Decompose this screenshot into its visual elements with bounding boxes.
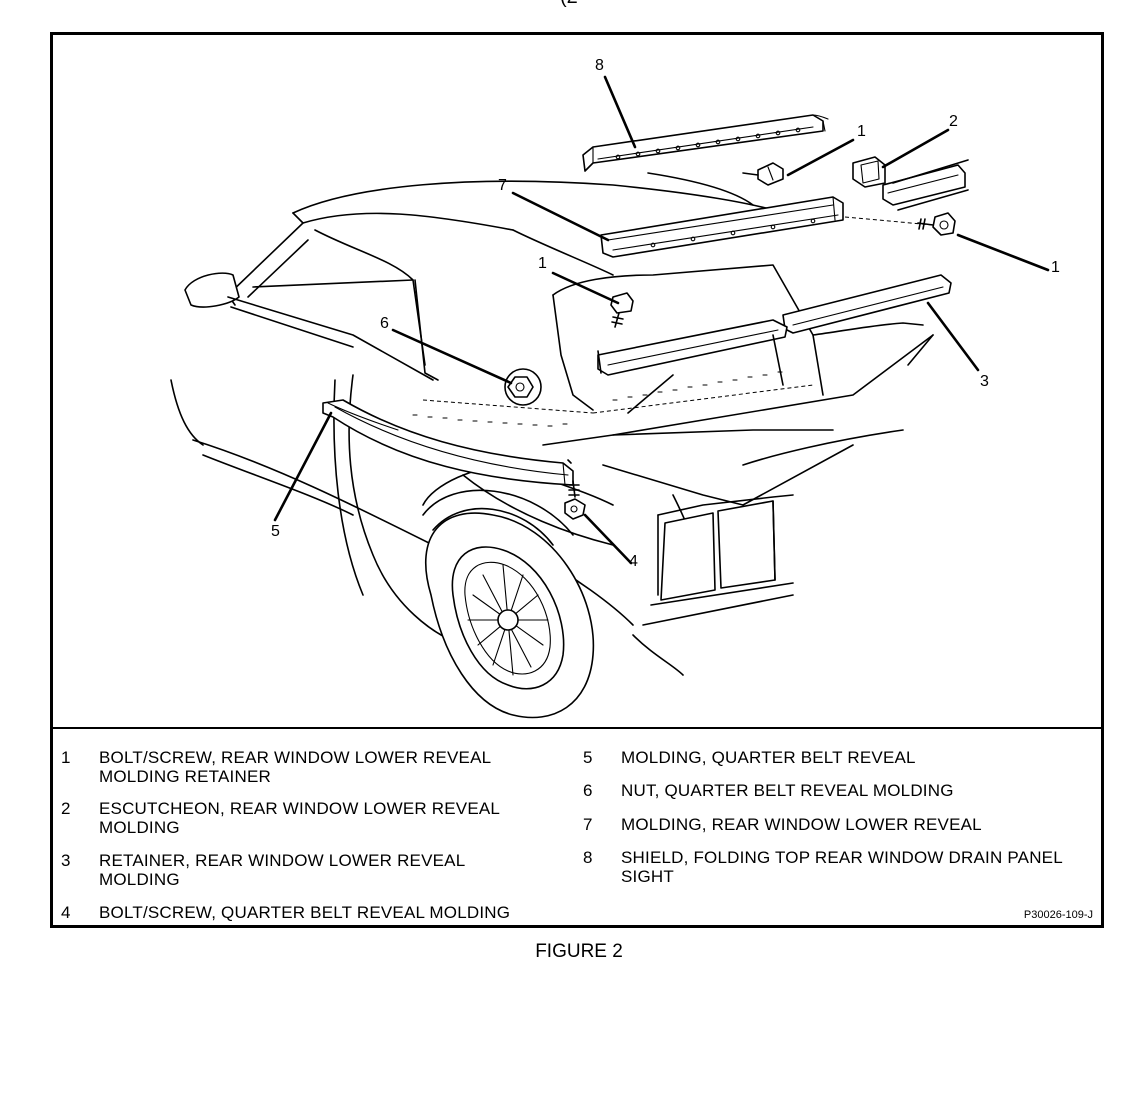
part-3-retainer — [412, 274, 952, 427]
callout-6: 6 — [380, 315, 389, 332]
rear-wheel — [425, 512, 595, 719]
callout-3: 3 — [980, 373, 989, 390]
leader-lines — [273, 75, 1050, 565]
part-1-bolt-top — [742, 162, 784, 186]
legend-divider — [53, 727, 1101, 729]
part-1-bolt-right — [917, 212, 956, 236]
part-7-molding — [600, 196, 934, 258]
legend-text: MOLDING, REAR WINDOW LOWER REVEAL — [621, 815, 982, 834]
legend-text: NUT, QUARTER BELT REVEAL MOLDING — [621, 781, 954, 800]
figure-caption: FIGURE 2 — [535, 941, 623, 962]
legend-number: 3 — [61, 851, 71, 870]
part-code: P30026-109-J — [1023, 909, 1093, 921]
part-6-nut — [504, 368, 542, 406]
callout-7: 7 — [498, 177, 507, 194]
part-4-bolt — [564, 480, 586, 520]
legend-text: SHIELD, FOLDING TOP REAR WINDOW DRAIN PA… — [621, 848, 1063, 886]
callout-1-right: 1 — [1051, 259, 1060, 276]
callout-1-mid: 1 — [538, 255, 547, 272]
part-5-quarter-molding — [322, 399, 574, 486]
legend-text: MOLDING, QUARTER BELT REVEAL — [621, 748, 916, 767]
retainer-dashes — [412, 371, 783, 427]
callout-5: 5 — [271, 523, 280, 540]
legend-number: 7 — [583, 815, 593, 834]
legend-text: BOLT/SCREW, QUARTER BELT REVEAL MOLDING — [99, 903, 511, 922]
legend-text: ESCUTCHEON, REAR WINDOW LOWER REVEAL MOL… — [99, 799, 500, 837]
figure-frame: 8 1 2 7 1 1 6 3 5 4 1 BOLT/SCREW, REAR W… — [50, 32, 1104, 928]
callout-2: 2 — [949, 113, 958, 130]
legend-number: 1 — [61, 748, 71, 767]
part-1-bolt-mid — [610, 292, 634, 328]
legend-number: 4 — [61, 903, 71, 922]
part-2-escutcheon — [852, 156, 969, 211]
parts-legend: 1 BOLT/SCREW, REAR WINDOW LOWER REVEAL M… — [53, 735, 1101, 925]
legend-text: RETAINER, REAR WINDOW LOWER REVEAL MOLDI… — [99, 851, 465, 889]
legend-number: 2 — [61, 799, 71, 818]
legend-number: 6 — [583, 781, 593, 800]
car-body-outline — [170, 180, 934, 676]
part-8-shield — [582, 114, 829, 206]
callout-8: 8 — [595, 57, 604, 74]
page-top-fragment: (2 — [560, 0, 578, 9]
shield-holes — [615, 127, 801, 160]
exploded-view-illustration — [170, 75, 1050, 719]
callout-1-top: 1 — [857, 123, 866, 140]
legend-text: BOLT/SCREW, REAR WINDOW LOWER REVEAL MOL… — [99, 748, 491, 786]
callout-4: 4 — [629, 553, 638, 570]
legend-number: 5 — [583, 748, 593, 767]
legend-number: 8 — [583, 848, 593, 867]
